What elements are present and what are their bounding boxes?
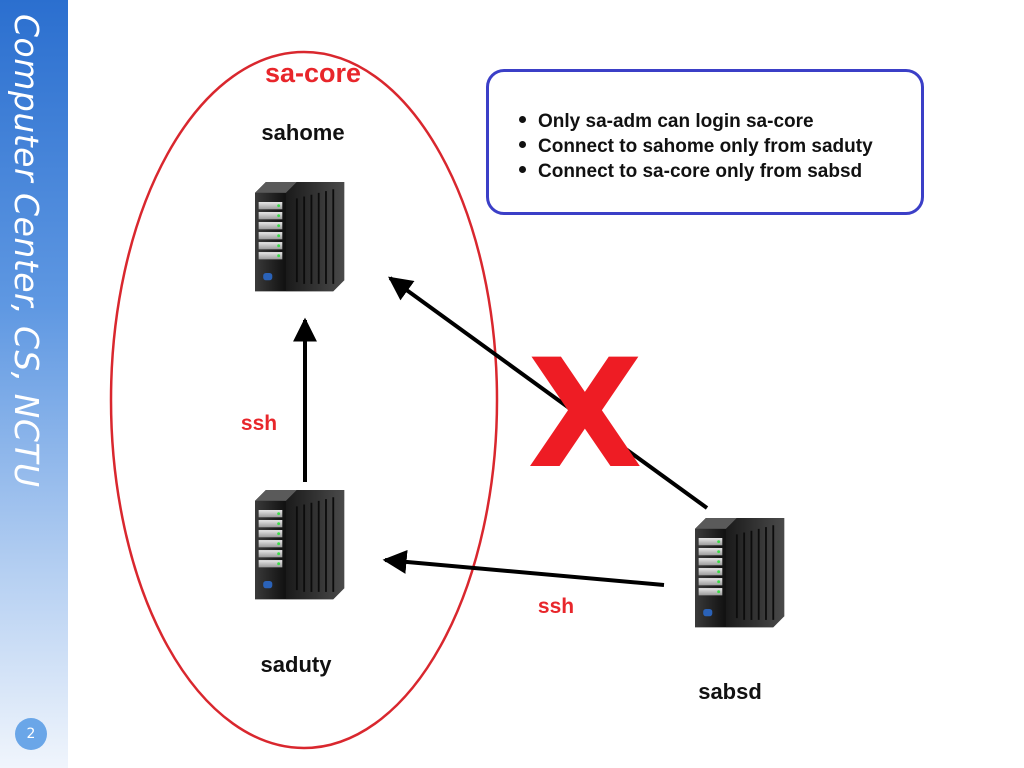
server-sahome-icon bbox=[254, 181, 346, 293]
sidebar-title: Computer Center, CS, NCTU bbox=[7, 14, 46, 488]
access-rules-box: Only sa-adm can login sa-core Connect to… bbox=[486, 69, 924, 215]
rule-item: Connect to sahome only from saduty bbox=[519, 134, 873, 159]
arrow-sabsd-to-saduty bbox=[382, 549, 665, 587]
edge-label-ssh-horizontal: ssh bbox=[538, 595, 574, 618]
rule-text: Only sa-adm can login sa-core bbox=[538, 111, 814, 132]
rule-item: Only sa-adm can login sa-core bbox=[519, 109, 873, 134]
sa-core-label: sa-core bbox=[265, 58, 361, 88]
blocked-x-icon: X bbox=[527, 328, 643, 502]
bullet-icon bbox=[519, 116, 526, 124]
arrow-sabsd-to-sahome-blocked bbox=[388, 276, 709, 510]
sidebar-band: Computer Center, CS, NCTU 2 bbox=[0, 0, 68, 768]
server-sabsd-icon bbox=[694, 517, 786, 629]
node-label-sahome: sahome bbox=[261, 120, 344, 145]
rule-item: Connect to sa-core only from sabsd bbox=[519, 159, 873, 184]
rule-text: Connect to sahome only from saduty bbox=[538, 136, 873, 157]
node-label-sabsd: sabsd bbox=[698, 679, 762, 704]
bullet-icon bbox=[519, 141, 526, 149]
edge-label-ssh-vertical: ssh bbox=[241, 412, 277, 435]
bullet-icon bbox=[519, 166, 526, 174]
sa-core-boundary bbox=[109, 50, 499, 750]
page-number-badge: 2 bbox=[15, 718, 47, 750]
server-saduty-icon bbox=[254, 489, 346, 601]
access-rules-list: Only sa-adm can login sa-core Connect to… bbox=[519, 109, 873, 184]
rule-text: Connect to sa-core only from sabsd bbox=[538, 161, 863, 182]
node-label-saduty: saduty bbox=[261, 652, 333, 677]
